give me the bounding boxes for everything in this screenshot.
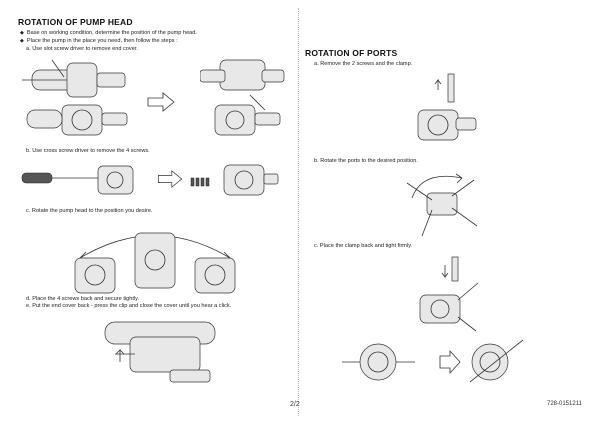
left-step-d: d. Place the 4 screws back and secure ti… bbox=[26, 296, 140, 302]
left-section-title: ROTATION OF PUMP HEAD bbox=[18, 17, 133, 27]
pump-illustration-a1 bbox=[22, 59, 128, 136]
left-step-e: e. Put the end cover back - press the cl… bbox=[26, 303, 232, 309]
pump-illustration-e bbox=[104, 321, 216, 383]
ports-illustration-a bbox=[417, 73, 477, 141]
ports-illustration-c bbox=[419, 256, 479, 332]
left-step-b: b. Use cross screw driver to remove the … bbox=[26, 148, 150, 154]
left-step-a: a. Use slot screw driver to remove end c… bbox=[26, 46, 138, 52]
pump-illustration-a2 bbox=[200, 59, 285, 136]
page-number: 2/2 bbox=[290, 401, 300, 408]
left-step-c: c. Rotate the pump head to the position … bbox=[26, 208, 153, 214]
bullet-1: Base on working condition, determine the… bbox=[20, 30, 197, 36]
arrow-right-icon bbox=[147, 92, 175, 112]
ports-illustration-b bbox=[406, 173, 478, 237]
part-number: 728-0151211 bbox=[547, 401, 582, 407]
arrow-right-icon-2 bbox=[157, 170, 183, 188]
right-section-title: ROTATION OF PORTS bbox=[305, 48, 398, 58]
column-divider bbox=[298, 8, 299, 416]
screwdriver-icon bbox=[21, 165, 134, 195]
screws-icon bbox=[190, 177, 210, 187]
ports-illustration-final bbox=[342, 339, 524, 383]
bullet-2: Place the pump in the place you need, th… bbox=[20, 38, 178, 44]
rotation-arrow-icon bbox=[74, 232, 236, 294]
right-step-c: c. Place the clamp back and tight firmly… bbox=[314, 243, 413, 249]
right-step-b: b. Rotate the ports to the desired posit… bbox=[314, 158, 418, 164]
right-step-a: a. Remove the 2 screws and the clamp. bbox=[314, 61, 413, 67]
pump-illustration-b2 bbox=[223, 164, 279, 196]
